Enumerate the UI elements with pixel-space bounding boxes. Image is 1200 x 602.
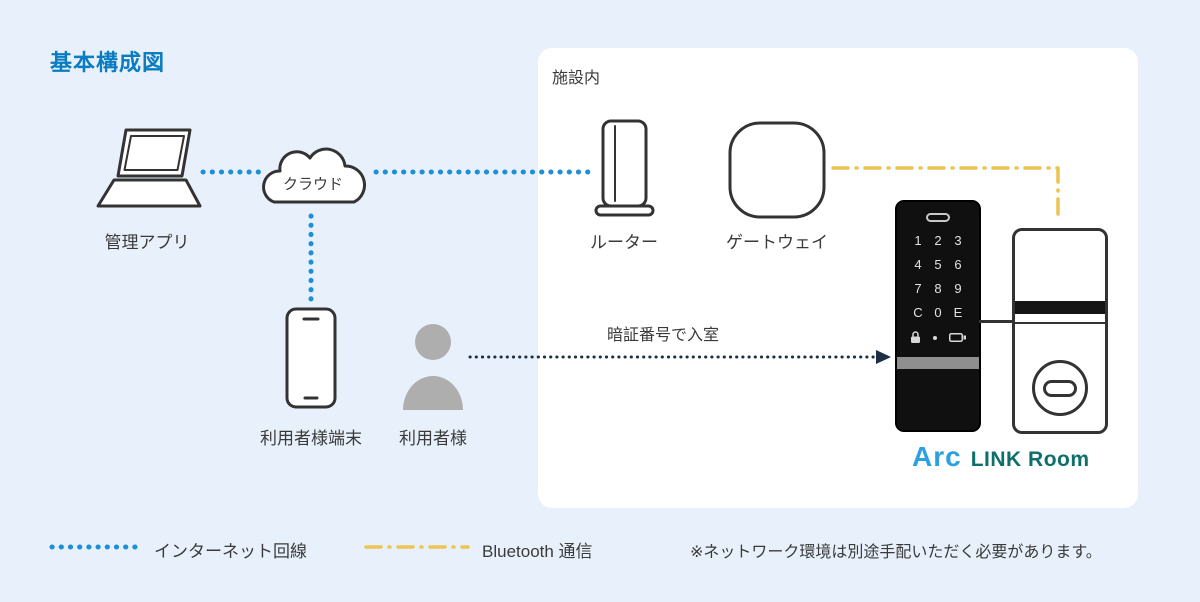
keypad-key: E — [953, 305, 963, 320]
legend-internet-label: インターネット回線 — [154, 542, 307, 561]
indicator-dot-icon — [933, 335, 937, 340]
keypad-speaker — [926, 213, 950, 222]
keypad-key: 9 — [954, 281, 962, 296]
battery-cover-slot — [1015, 301, 1105, 314]
line-gateway-lock — [831, 166, 1060, 224]
smartphone-icon — [285, 307, 337, 409]
keypad-key: 6 — [954, 257, 962, 272]
legend-bluetooth-label: Bluetooth 通信 — [482, 542, 593, 561]
pin-entry-annotation: 暗証番号で入室 — [607, 327, 720, 344]
keypad-sensor-strip — [897, 357, 979, 369]
lock-icon — [911, 331, 920, 343]
legend-note: ※ネットワーク環境は別途手配いただく必要があります。 — [690, 544, 1102, 561]
lock-seam — [1015, 322, 1105, 324]
keypad-key: 2 — [934, 233, 942, 248]
router-icon — [594, 119, 655, 217]
brand-arc: Arc — [912, 441, 962, 472]
brand-linkroom: LINK Room — [970, 448, 1090, 471]
keypad-icon-row — [897, 320, 979, 344]
gateway-icon — [728, 121, 826, 219]
cloud-label: クラウド — [283, 176, 343, 193]
smartlock-keypad: 1 2 3 4 5 6 7 8 9 C 0 E — [895, 200, 981, 432]
keypad-grid: 1 2 3 4 5 6 7 8 9 C 0 E — [897, 225, 979, 320]
phone-label: 利用者様端末 — [260, 429, 362, 448]
smartlock-body — [1012, 228, 1108, 434]
keypad-key: 8 — [934, 281, 942, 296]
keypad-key: 1 — [914, 233, 922, 248]
battery-icon — [949, 333, 966, 342]
keypad-key: 4 — [914, 257, 922, 272]
user-label: 利用者様 — [399, 429, 467, 448]
laptop-icon — [96, 128, 202, 208]
gateway-label: ゲートウェイ — [726, 233, 828, 252]
keypad-key: 3 — [954, 233, 962, 248]
user-icon — [403, 324, 463, 410]
cloud-icon: クラウド — [262, 147, 367, 204]
thumbturn-icon — [1032, 360, 1088, 416]
brand-logo: Arc LINK Room — [912, 441, 1090, 473]
keypad-key: C — [913, 305, 923, 320]
page-title: 基本構成図 — [50, 50, 166, 75]
facility-label: 施設内 — [552, 70, 601, 87]
keypad-key: 7 — [914, 281, 922, 296]
router-label: ルーター — [590, 233, 658, 252]
arrowhead-icon — [876, 350, 891, 364]
laptop-label: 管理アプリ — [104, 233, 190, 252]
thumbturn-knob — [1043, 379, 1077, 397]
keypad-key: 0 — [934, 305, 942, 320]
spindle-connector — [979, 320, 1014, 323]
keypad-key: 5 — [934, 257, 942, 272]
